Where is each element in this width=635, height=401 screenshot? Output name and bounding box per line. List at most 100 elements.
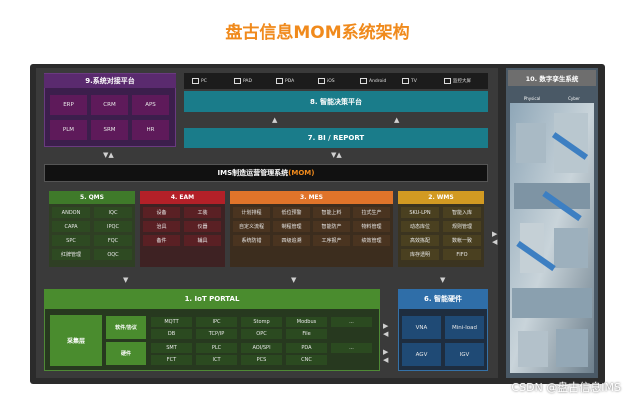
device-label: PDA — [285, 78, 295, 84]
up-down-arrow-icon: ▼▲ — [331, 151, 342, 159]
protocol-item: File — [286, 329, 327, 339]
hardware-item: PCS — [241, 355, 282, 365]
wms-item: 高效拣配 — [401, 235, 439, 246]
device-icon — [192, 78, 199, 84]
up-down-arrow-icon: ▼▲ — [103, 151, 114, 159]
mom-title-main: IMS制造运营管理系统 — [217, 169, 289, 177]
integration-system: SRM — [91, 120, 128, 140]
diagram-title: 盘古信息MOM系统架构 — [225, 23, 410, 43]
down-arrow-icon: ▼ — [291, 276, 297, 284]
iot-label: 1. IoT PORTAL — [44, 289, 380, 309]
device-icon — [360, 78, 367, 84]
protocol-item: TCP/IP — [196, 329, 237, 339]
integration-system: CRM — [91, 95, 128, 115]
collection-layer: 采集层 — [50, 315, 102, 366]
integration-system: APS — [132, 95, 169, 115]
device-icon — [234, 78, 241, 84]
mes-item: 自定义流程 — [233, 221, 270, 232]
device-label: PAD — [243, 78, 252, 84]
integration-system: PLM — [50, 120, 87, 140]
system-integration-label: 9.系统对接平台 — [44, 74, 176, 88]
qms-item: 红牌管理 — [52, 249, 90, 260]
eam-item: 工装 — [184, 207, 221, 218]
up-arrow-icon: ▲ — [394, 116, 400, 124]
left-right-arrow-icon: ▶ — [492, 230, 498, 238]
device-item: 监控大屏 — [444, 76, 484, 86]
mes-item: 绩效管理 — [353, 235, 390, 246]
device-label: Android — [369, 78, 387, 84]
wms-item: 智能入库 — [443, 207, 481, 218]
hardware-item: CNC — [286, 355, 327, 365]
hardware-item: PLC — [196, 343, 237, 353]
protocol-item: DB — [151, 329, 192, 339]
hardware-item: ... — [331, 343, 372, 353]
left-right-arrow-icon: ◀ — [383, 330, 389, 338]
device-label: TV — [411, 78, 417, 84]
device-label: PC — [201, 78, 207, 84]
device-item: PC — [192, 76, 232, 86]
down-arrow-icon: ▼ — [123, 276, 129, 284]
hardware-item: FCT — [151, 355, 192, 365]
up-arrow-icon: ▲ — [272, 116, 278, 124]
left-right-arrow-icon: ◀ — [492, 238, 498, 246]
factory-image — [510, 103, 594, 373]
device-icon — [444, 78, 451, 84]
device-item: iOS — [318, 76, 358, 86]
mes-item: 智能上料 — [313, 207, 350, 218]
mes-item: 四级追溯 — [273, 235, 310, 246]
wms-item: 动态库位 — [401, 221, 439, 232]
qms-item: FQC — [94, 235, 132, 246]
qms-item: SPC — [52, 235, 90, 246]
integration-system: ERP — [50, 95, 87, 115]
wms-item: 数帐一致 — [443, 235, 481, 246]
digital-twin-label: 10. 数字孪生系统 — [508, 70, 596, 86]
hardware-item: AOI/SPI — [241, 343, 282, 353]
mes-item: 低位预警 — [273, 207, 310, 218]
device-item: Android — [360, 76, 400, 86]
smart-hardware-item: Mini-load — [445, 316, 484, 339]
qms-item: IPQC — [94, 221, 132, 232]
device-icon — [276, 78, 283, 84]
left-right-arrow-icon: ▶ — [383, 322, 389, 330]
qms-item: ANDON — [52, 207, 90, 218]
device-bar — [184, 73, 488, 89]
protocol-item: OPC — [241, 329, 282, 339]
mes-item: 工序报产 — [313, 235, 350, 246]
mes-item: 计划排程 — [233, 207, 270, 218]
protocol-item: Modbus — [286, 317, 327, 327]
qms-item: CAPA — [52, 221, 90, 232]
mes-item: 物料管理 — [353, 221, 390, 232]
smart-hardware-item: AGV — [402, 343, 441, 366]
mes-item: 拉式生产 — [353, 207, 390, 218]
device-item: PAD — [234, 76, 274, 86]
wms-item: FIFO — [443, 249, 481, 260]
device-item: TV — [402, 76, 442, 86]
mes-label: 3. MES — [230, 191, 393, 204]
device-item: PDA — [276, 76, 316, 86]
hardware-item: ICT — [196, 355, 237, 365]
eam-item: 设备 — [143, 207, 180, 218]
left-right-arrow-icon: ▶ — [383, 348, 389, 356]
eam-item: 仪器 — [184, 221, 221, 232]
mom-bar — [44, 164, 488, 182]
qms-label: 5. QMS — [49, 191, 135, 204]
eam-item: 备件 — [143, 235, 180, 246]
iot-software-label: 软件/协议 — [106, 316, 146, 339]
protocol-item: ... — [331, 317, 372, 327]
hardware-item: PDA — [286, 343, 327, 353]
device-icon — [402, 78, 409, 84]
qms-item: IQC — [94, 207, 132, 218]
smart-hardware-item: VNA — [402, 316, 441, 339]
twin-tab-cyber: Cyber — [568, 96, 580, 101]
eam-label: 4. EAM — [140, 191, 225, 204]
smart-hardware-item: IGV — [445, 343, 484, 366]
wms-item: SKU-LPN — [401, 207, 439, 218]
mom-title-suffix: (MOM) — [288, 169, 315, 177]
bi-report-bar: 7. BI / REPORT — [184, 128, 488, 148]
smart-hardware-label: 6. 智能硬件 — [398, 289, 488, 309]
down-arrow-icon: ▼ — [440, 276, 446, 284]
iot-hardware-label: 硬件 — [106, 342, 146, 365]
protocol-item: IPC — [196, 317, 237, 327]
hardware-item: SMT — [151, 343, 192, 353]
mom-title: IMS制造运营管理系统(MOM) — [44, 168, 488, 178]
